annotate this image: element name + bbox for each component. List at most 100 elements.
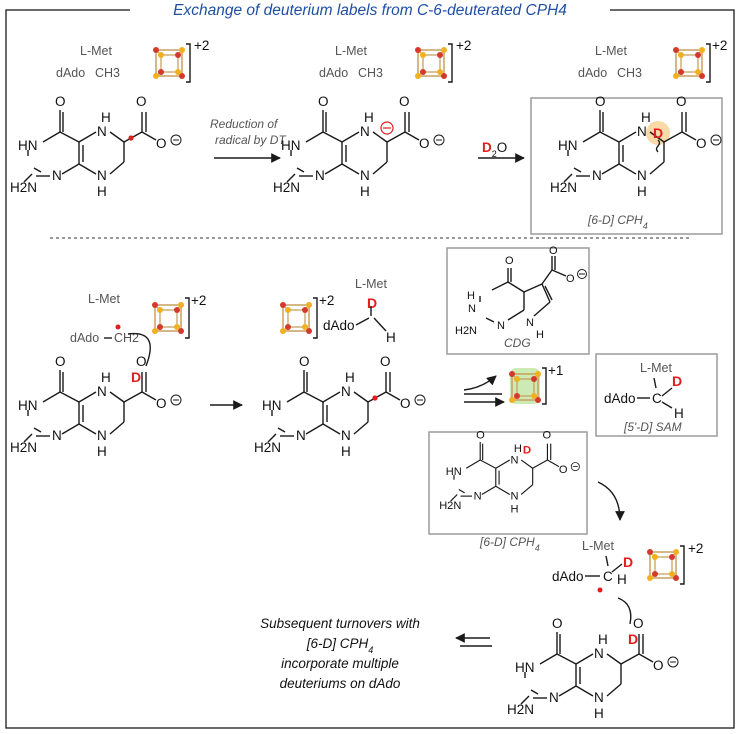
step1-label-line2: radical by DT — [215, 133, 287, 147]
atom-n: N — [526, 317, 534, 329]
atom-o: O — [419, 136, 430, 151]
atom-h: H — [598, 632, 608, 647]
dado-radical-cofactor: L-Met dAdo CH2 +2 — [70, 292, 206, 367]
deuterium-label: D — [367, 295, 377, 311]
cph4-6d-box — [530, 97, 723, 235]
curved-arrow — [597, 481, 625, 521]
radical-dot-icon — [115, 324, 121, 330]
atom-n: N — [52, 168, 62, 183]
l-met-label: L-Met — [80, 44, 112, 58]
fe4s4-cluster-icon — [279, 301, 313, 335]
atom-n: N — [549, 690, 559, 705]
deuterium-label: D — [131, 369, 141, 385]
cph4-6d-substrate: O HN N H2N N H N H O O D — [10, 354, 182, 459]
conclusion-line-4: deuteriums on dAdo — [280, 676, 401, 691]
atom-n: N — [637, 124, 647, 139]
sam-5d-caption: [5'-D] SAM — [623, 420, 682, 434]
atom-n: N — [637, 168, 647, 183]
charge-label: +1 — [548, 363, 563, 378]
sam-cofactor-3: L-Met dAdo CH3 +2 — [578, 38, 727, 83]
l-met-label: L-Met — [595, 44, 627, 58]
ch3-label: CH3 — [358, 66, 383, 80]
atom-hn: HN — [262, 398, 282, 413]
sam-cofactor-1: L-Met dAdo CH3 +2 — [56, 38, 209, 83]
cdg-molecule: O H N N H2N N H O O — [455, 245, 587, 341]
d2o-label: D2O — [482, 140, 507, 159]
atom-n: N — [315, 168, 325, 183]
atom-h: H — [674, 406, 684, 421]
atom-n: N — [360, 124, 370, 139]
conclusion-line-1: Subsequent turnovers with — [260, 616, 420, 631]
step1-label-line1: Reduction of — [210, 117, 279, 131]
atom-hn: HN — [281, 138, 301, 153]
ch2-label: CH2 — [114, 331, 139, 345]
atom-o: O — [696, 136, 707, 151]
atom-o: O — [156, 136, 167, 151]
fe4s4-cluster-icon — [151, 301, 185, 335]
atom-h: H — [511, 504, 519, 516]
l-met-label: L-Met — [640, 361, 672, 375]
negative-charge-icon — [170, 134, 182, 146]
deuterium-label: D — [653, 125, 663, 141]
wavy-bond — [655, 139, 661, 153]
atom-o: O — [299, 354, 310, 369]
radical-dot-icon — [372, 395, 378, 401]
cph4-carbanion-molecule: O HN N H2N N H N H O O — [273, 94, 445, 199]
atom-o: O — [543, 430, 552, 442]
radical-dot-icon — [597, 587, 603, 593]
atom-h: H — [641, 110, 651, 125]
atom-n: N — [468, 303, 476, 315]
atom-h2n: H2N — [10, 180, 37, 195]
l-met-label: L-Met — [355, 277, 387, 291]
dado-label: dAdo — [604, 391, 636, 406]
deuterium-highlight — [646, 121, 670, 145]
atom-hn: HN — [515, 660, 535, 675]
charge-label: +2 — [712, 38, 727, 53]
atom-n: N — [511, 490, 519, 502]
atom-o: O — [505, 255, 514, 267]
charge-label: +2 — [688, 541, 703, 556]
atom-o: O — [136, 354, 147, 369]
atom-h: H — [341, 444, 351, 459]
atom-h: H — [97, 184, 107, 199]
atom-h: H — [514, 443, 522, 455]
fe4s4-cluster-icon — [646, 548, 680, 582]
deuterium-label: D — [672, 373, 682, 389]
negative-charge-icon — [667, 656, 679, 668]
atom-o: O — [318, 94, 329, 109]
atom-o: O — [653, 658, 664, 673]
atom-o: O — [55, 94, 66, 109]
negative-charge-icon — [577, 269, 587, 279]
sam-cofactor-2: L-Met dAdo CH3 +2 — [319, 38, 471, 83]
deuterium-label: D — [623, 554, 633, 570]
negative-charge-icon — [414, 394, 426, 406]
branch-arrow — [463, 375, 497, 391]
atom-o: O — [476, 430, 485, 442]
carbanion-charge-icon — [380, 121, 394, 135]
deuterium-label: D — [523, 444, 531, 456]
deuterium-label: D — [628, 631, 638, 647]
atom-n: N — [592, 168, 602, 183]
atom-n: N — [296, 428, 306, 443]
atom-hn: HN — [446, 466, 462, 478]
atom-n: N — [97, 168, 107, 183]
cph4-6d-substrate-2: O HN N H2N N H N H O O D — [507, 616, 679, 721]
ch3-label: CH3 — [95, 66, 120, 80]
fe4s4-cluster-icon — [672, 46, 706, 80]
atom-n: N — [511, 454, 519, 466]
atom-o: O — [400, 396, 411, 411]
atom-h: H — [637, 184, 647, 199]
dado-ch2d-cofactor: +2 L-Met D dAdo H — [279, 277, 396, 345]
atom-h2n: H2N — [507, 702, 534, 717]
atom-nh: N — [97, 124, 107, 139]
atom-h: H — [364, 110, 374, 125]
atom-n: N — [497, 320, 505, 332]
atom-n: N — [341, 428, 351, 443]
negative-charge-icon — [570, 462, 580, 472]
atom-o: O — [156, 396, 167, 411]
atom-o: O — [559, 464, 568, 476]
atom-n: N — [474, 490, 482, 502]
cph4-6d-molecule: O HN N H2N N H N H O O D — [550, 94, 722, 199]
negative-charge-icon — [433, 134, 445, 146]
